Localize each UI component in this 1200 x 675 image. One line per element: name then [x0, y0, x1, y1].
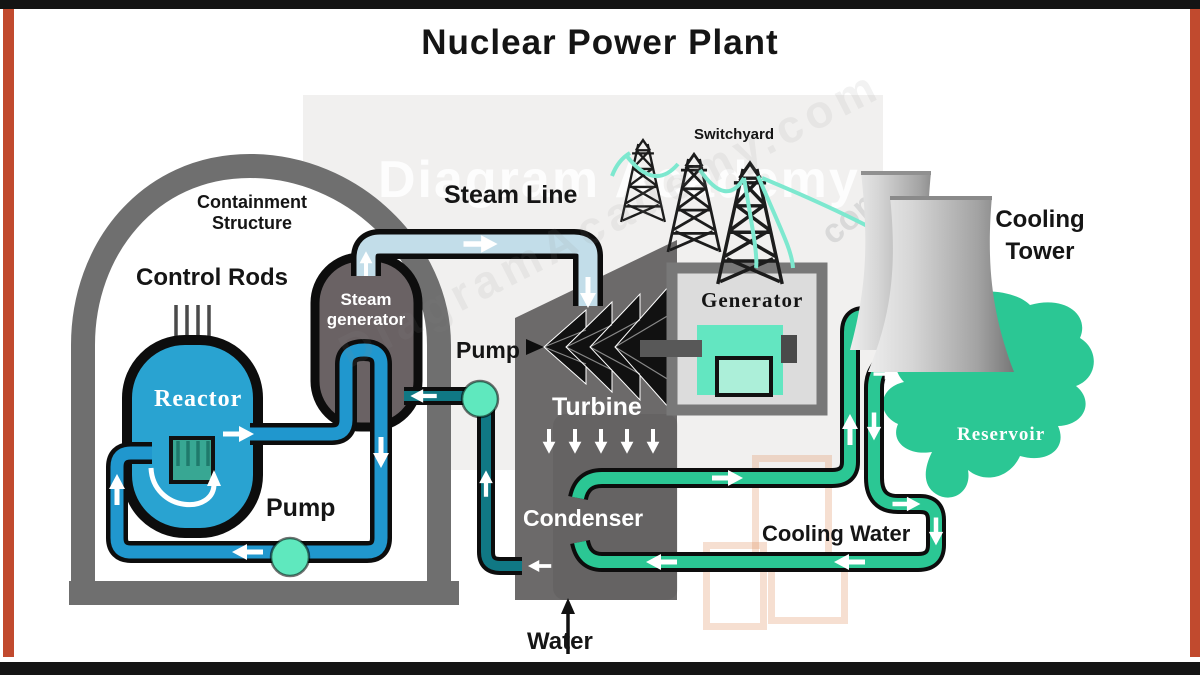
label-steam-generator: Steam generator [326, 290, 406, 330]
page-title: Nuclear Power Plant [421, 23, 779, 62]
label-cooling-tower: Cooling Tower [995, 206, 1085, 266]
primary-loop-pipe [106, 338, 392, 563]
label-pump-feedwater: Pump [456, 337, 520, 363]
cooling-water-return-pipe [570, 345, 946, 572]
label-pump-primary: Pump [266, 494, 336, 522]
watermark-brand-text: Diagram Academy [378, 151, 860, 209]
cooling-towers [850, 171, 1014, 372]
label-reactor: Reactor [154, 386, 243, 412]
frame-bottom-bar [0, 662, 1200, 675]
label-turbine: Turbine [552, 393, 642, 421]
label-switchyard: Switchyard [694, 126, 775, 143]
label-reservoir: Reservoir [957, 424, 1046, 445]
label-condenser: Condenser [523, 505, 644, 531]
label-containment-structure: Containment Structure [197, 192, 307, 234]
label-generator: Generator [701, 288, 804, 312]
background-artifact [703, 542, 767, 630]
label-steam-line: Steam Line [444, 181, 578, 209]
label-cooling-water: Cooling Water [762, 521, 911, 546]
generator-box [640, 262, 828, 416]
frame-left-accent [3, 9, 14, 657]
feedwater-pump [460, 379, 500, 419]
primary-pump [269, 536, 311, 578]
label-water: Water [527, 628, 593, 655]
water-inlet-arrow [561, 598, 575, 654]
frame-top-bar [0, 0, 1200, 9]
label-control-rods: Control Rods [136, 264, 288, 291]
frame-right-accent [1190, 9, 1200, 657]
